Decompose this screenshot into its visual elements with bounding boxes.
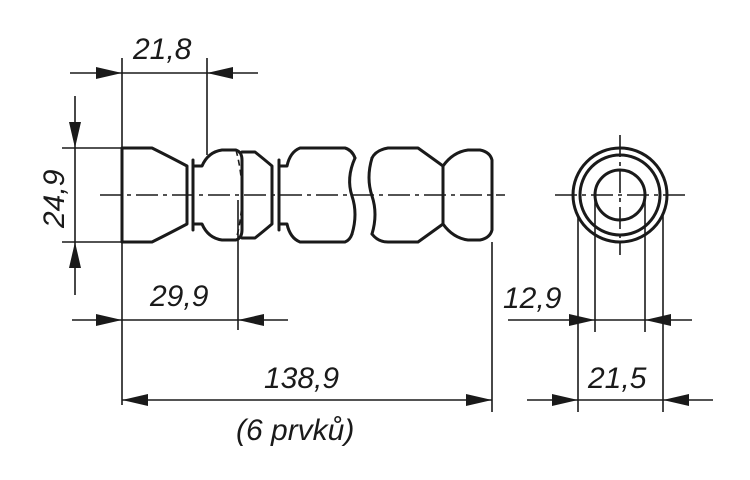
arrow-head: [552, 394, 578, 406]
dim-text-21-5: 21,5: [587, 362, 647, 395]
arrow-head: [69, 242, 81, 268]
dim-end-diameter: 21,5: [527, 215, 713, 412]
break-line-left: [348, 156, 357, 236]
arrow-head: [645, 314, 671, 326]
segment-3-bottom: [277, 222, 354, 244]
dim-text-24-9: 24,9: [38, 169, 71, 229]
arrow-head: [569, 314, 595, 326]
arrow-head: [69, 122, 81, 148]
arrow-head: [207, 67, 233, 79]
end-view: [555, 135, 685, 255]
arrow-head: [466, 394, 492, 406]
end-nozzle: [441, 148, 494, 242]
dim-text-138-9: 138,9: [264, 362, 339, 395]
dim-element-length: 29,9: [72, 200, 288, 405]
arrow-head: [96, 314, 122, 326]
dim-segment-length: 21,8: [70, 33, 258, 155]
segment-1-outline: [120, 146, 189, 244]
dim-text-21-8: 21,8: [132, 33, 192, 66]
arrow-head: [663, 394, 689, 406]
segment-3-ball: [277, 146, 357, 168]
arrow-head: [238, 314, 264, 326]
arrow-head: [96, 67, 122, 79]
arrow-head: [122, 394, 148, 406]
dim-total-length: 138,9 (6 prvků): [122, 242, 493, 447]
dim-text-12-9: 12,9: [503, 282, 562, 315]
dim-text-6-prvku: (6 prvků): [236, 414, 354, 447]
side-view: [100, 146, 505, 244]
dim-text-29-9: 29,9: [149, 280, 209, 313]
dim-outer-diameter: 24,9: [38, 96, 122, 295]
segment-end-top: [370, 146, 445, 168]
break-line-right: [367, 156, 377, 236]
segment-end-bottom: [370, 222, 445, 244]
dim-bore-diameter: 12,9: [503, 200, 692, 332]
